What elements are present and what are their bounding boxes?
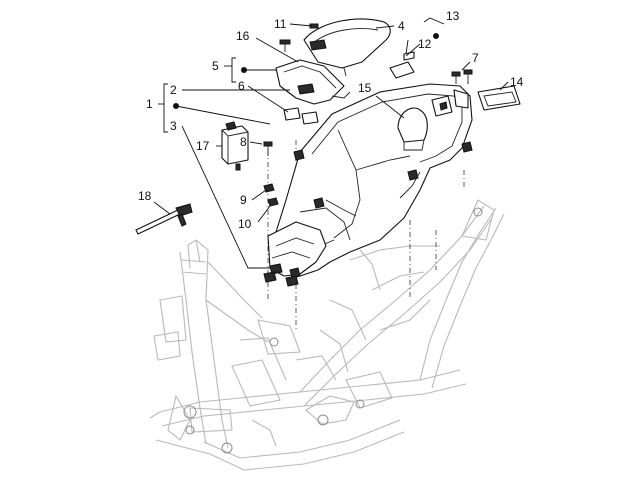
callout-labels: 1 2 3 4 5 6 7 8 9 10 11 12 13 14 15 16 1… [138,9,524,231]
callout-13: 13 [446,9,460,23]
callout-16: 16 [236,29,250,43]
small-parts [135,23,521,287]
callout-8: 8 [240,135,247,149]
callout-2: 2 [170,83,177,97]
callout-7: 7 [472,51,479,65]
callout-14: 14 [510,75,524,89]
callout-11: 11 [274,17,287,31]
callout-3: 3 [170,119,177,133]
callout-6: 6 [238,79,245,93]
callout-5: 5 [212,59,219,73]
callout-1: 1 [146,97,153,111]
seat-cover-part-4 [303,18,391,77]
callout-17: 17 [196,139,210,153]
callout-10: 10 [238,217,252,231]
leader-lines [153,17,509,269]
callout-15: 15 [358,81,372,95]
callout-12: 12 [418,37,432,51]
callout-4: 4 [398,19,405,33]
scooter-frame [149,199,505,471]
callout-9: 9 [240,193,247,207]
callout-18: 18 [138,189,152,203]
helmet-compartment [267,83,473,279]
